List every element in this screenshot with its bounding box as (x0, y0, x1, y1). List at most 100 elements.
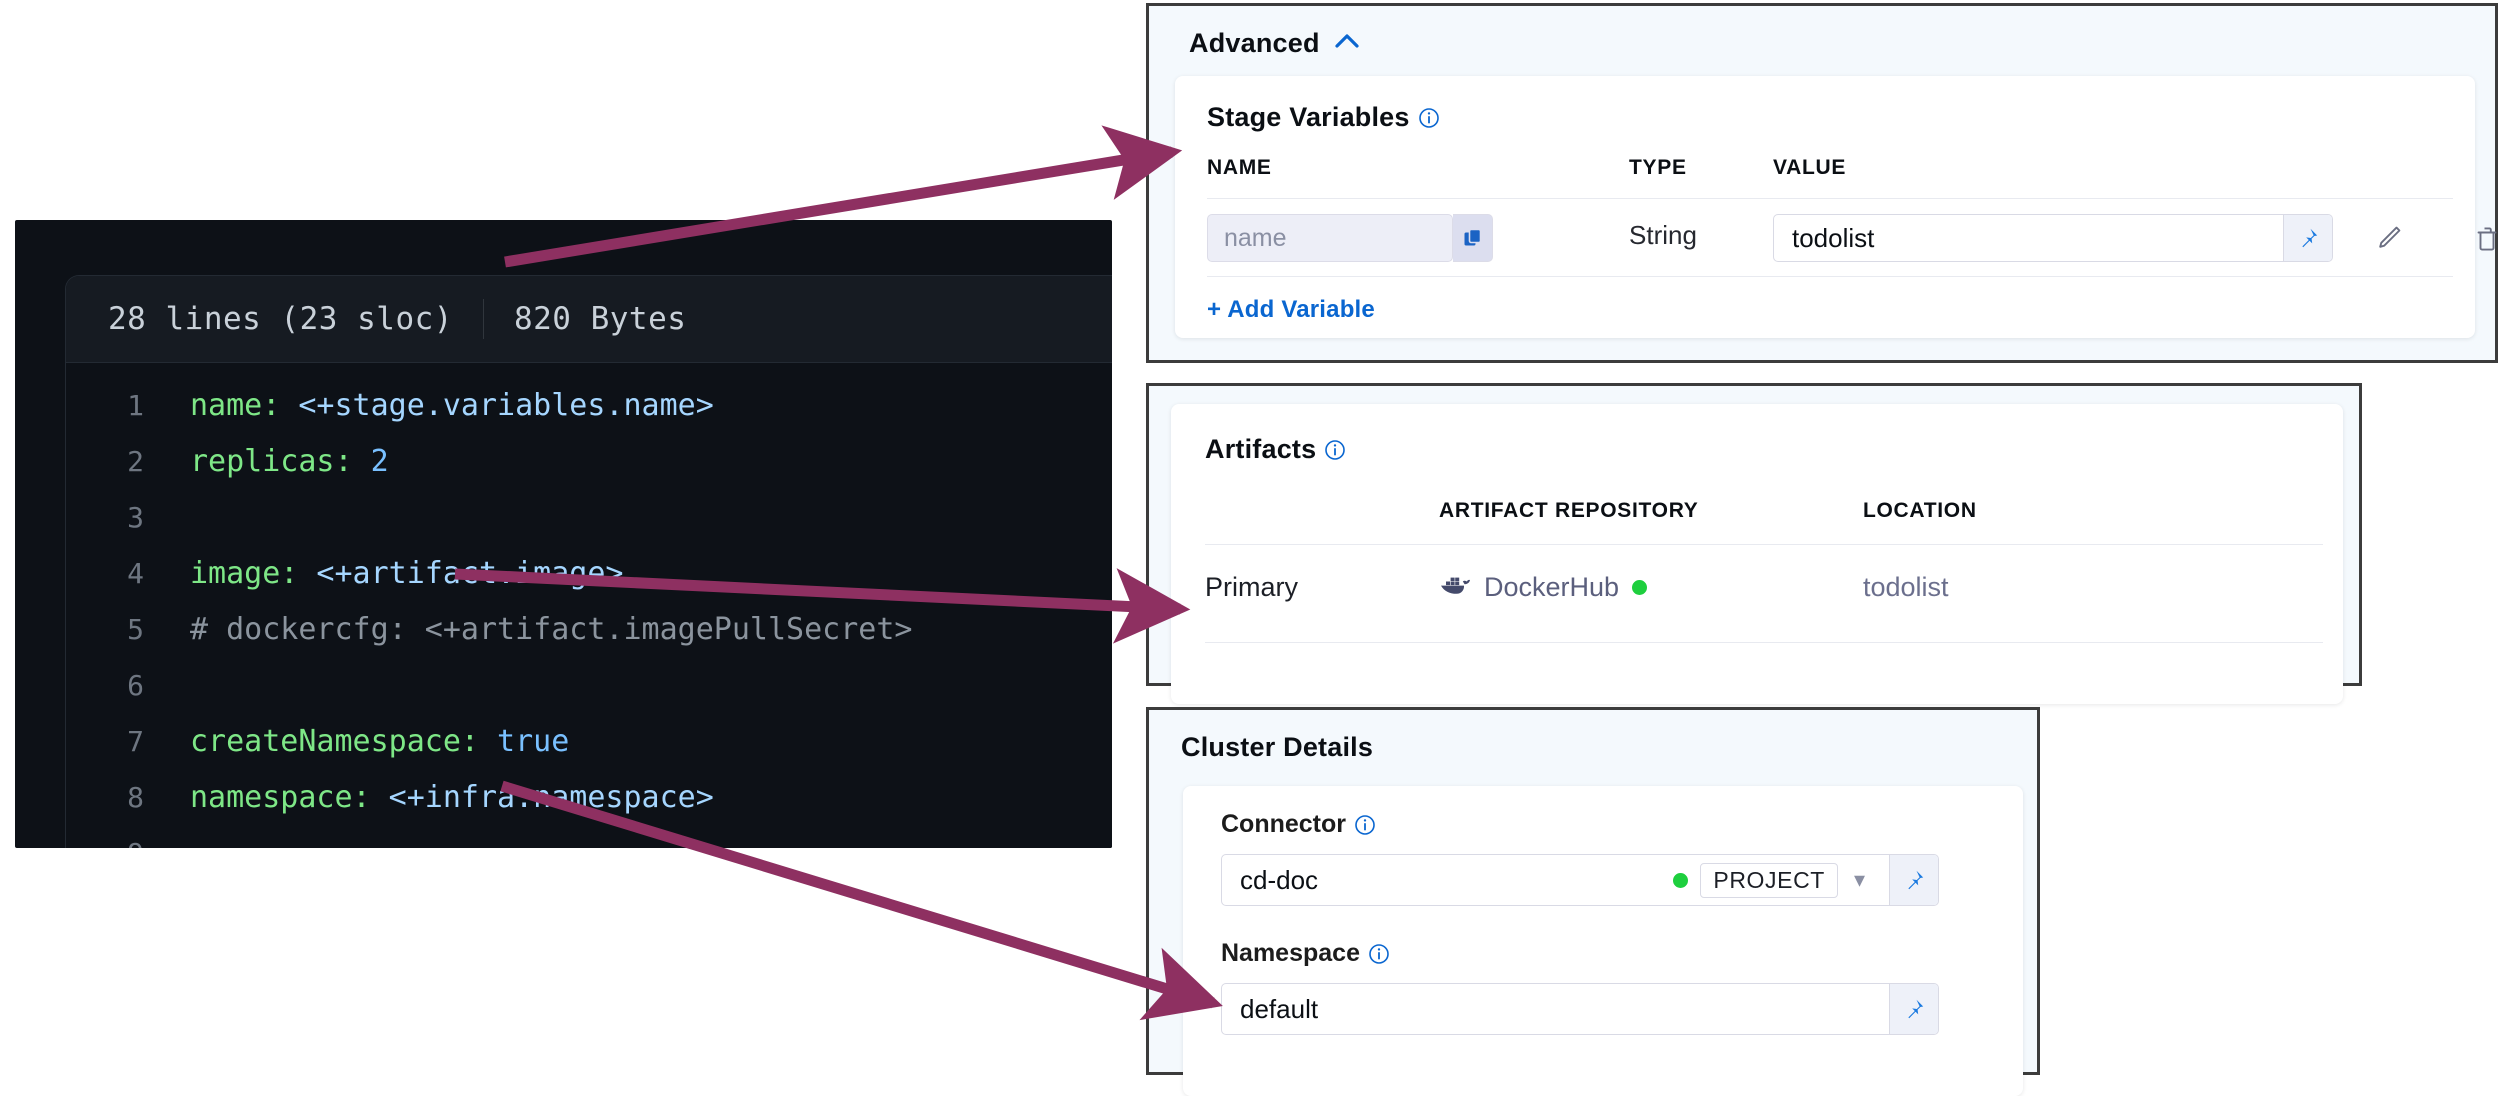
table-row: Primary (1205, 572, 2323, 612)
line-number: 5 (127, 612, 144, 646)
line-number: 1 (127, 388, 144, 422)
pin-icon[interactable] (1889, 855, 1938, 905)
artifact-repository-cell[interactable]: DockerHub (1439, 572, 1648, 603)
yaml-value: <+artifact.image> (298, 555, 624, 591)
column-header-location: LOCATION (1863, 499, 1977, 522)
line-number: 3 (127, 500, 144, 534)
code-file-header: 28 lines (23 sloc) 820 Bytes (66, 276, 1112, 363)
cluster-details-panel: Cluster Details Connector cd-doc PROJECT… (1146, 707, 2040, 1096)
code-line: 5 # dockercfg: <+artifact.imagePullSecre… (66, 601, 1112, 657)
pin-icon[interactable] (1889, 984, 1938, 1034)
artifacts-heading: Artifacts (1205, 434, 1346, 465)
yaml-value: <+infra.namespace> (370, 779, 714, 815)
docker-icon (1439, 572, 1471, 603)
green-status-dot (1673, 872, 1689, 888)
connector-input[interactable]: cd-doc PROJECT ▾ (1221, 854, 1939, 906)
table-divider (1207, 276, 2453, 277)
table-row: name String todolist (1207, 214, 2497, 262)
advanced-header[interactable]: Advanced (1189, 28, 1360, 59)
code-line: 7 createNamespace: true (66, 713, 1112, 769)
line-number: 9 (66, 837, 190, 849)
code-line: 3 (66, 489, 1112, 545)
line-number: 7 (127, 724, 144, 758)
namespace-label: Namespace (1221, 939, 1360, 967)
stage-variables-column-headers: NAME TYPE VALUE (1207, 156, 2453, 186)
code-file-card: 28 lines (23 sloc) 820 Bytes 1 name: <+s… (65, 275, 1112, 848)
variable-type-value: String (1629, 220, 1697, 250)
trash-icon[interactable] (2467, 218, 2501, 258)
chevron-down-icon[interactable]: ▾ (1853, 867, 1865, 892)
yaml-comment: # dockercfg: <+artifact.imagePullSecret> (190, 611, 913, 647)
stage-variables-card: Stage Variables NAME TYPE VALUE name Str… (1175, 76, 2497, 338)
connector-scope-chip: PROJECT (1700, 862, 1838, 898)
stage-variables-title: Stage Variables (1207, 102, 1410, 132)
copy-icon[interactable] (1453, 214, 1493, 262)
info-icon[interactable] (1324, 439, 1346, 461)
code-line: 4 image: <+artifact.image> (66, 545, 1112, 601)
code-line: 8 namespace: <+infra.namespace> (66, 769, 1112, 825)
yaml-value: true (478, 723, 570, 759)
connector-value: cd-doc (1240, 864, 1319, 895)
connector-controls: PROJECT ▾ (1673, 855, 1938, 905)
line-content: namespace: <+infra.namespace> (190, 780, 1112, 815)
artifact-type-label: Primary (1205, 572, 1298, 602)
variable-value-text: todolist (1792, 222, 1875, 253)
cluster-details-card: Connector cd-doc PROJECT ▾ Namespace (1183, 786, 2023, 1096)
advanced-section-panel: Advanced Stage Variables NAME TYPE VALUE… (1146, 3, 2498, 363)
yaml-key: replicas: (190, 443, 353, 479)
pencil-icon[interactable] (2369, 218, 2409, 258)
line-number: 6 (127, 668, 144, 702)
artifacts-card: Artifacts ARTIFACT REPOSITORY LOCATION P… (1171, 404, 2343, 704)
table-divider (1205, 642, 2323, 643)
variable-name-input[interactable]: name (1207, 214, 1453, 262)
add-variable-button[interactable]: + Add Variable (1207, 296, 1375, 323)
advanced-title: Advanced (1189, 28, 1320, 58)
chevron-up-icon[interactable] (1334, 32, 1360, 55)
line-content: image: <+artifact.image> (190, 556, 1112, 591)
column-header-artifact-repository: ARTIFACT REPOSITORY (1439, 499, 1699, 522)
yaml-value: <+stage.variables.name> (280, 387, 714, 423)
yaml-key: name: (190, 387, 281, 423)
namespace-label-row: Namespace (1221, 939, 1390, 968)
artifacts-column-headers: ARTIFACT REPOSITORY LOCATION (1205, 499, 2323, 527)
code-line: 9 (66, 825, 1112, 849)
green-status-dot (1632, 580, 1648, 595)
yaml-key: image: (190, 555, 299, 591)
table-divider (1205, 544, 2323, 545)
line-number: 8 (127, 780, 144, 814)
code-lines-container: 1 name: <+stage.variables.name> 2 replic… (66, 363, 1112, 848)
info-icon[interactable] (1354, 814, 1376, 836)
code-line: 2 replicas: 2 (66, 433, 1112, 489)
column-header-type: TYPE (1629, 156, 1687, 179)
pin-icon[interactable] (2283, 215, 2332, 261)
artifacts-section-panel: Artifacts ARTIFACT REPOSITORY LOCATION P… (1146, 383, 2362, 704)
line-content: replicas: 2 (190, 444, 1112, 479)
stage-variables-heading: Stage Variables (1207, 102, 1440, 133)
yaml-key: namespace: (190, 779, 371, 815)
cluster-details-title: Cluster Details (1181, 732, 1374, 762)
info-icon[interactable] (1418, 107, 1440, 129)
line-number: 2 (127, 444, 144, 478)
code-lines-meta: 28 lines (23 sloc) (108, 301, 453, 337)
table-divider (1207, 198, 2453, 199)
connector-label-row: Connector (1221, 810, 1376, 839)
info-icon[interactable] (1368, 943, 1390, 965)
variable-value-input[interactable]: todolist (1773, 214, 2333, 262)
line-content: # dockercfg: <+artifact.imagePullSecret> (190, 612, 1112, 647)
artifact-repository-name: DockerHub (1484, 572, 1620, 602)
namespace-value: default (1240, 993, 1319, 1024)
namespace-input[interactable]: default (1221, 983, 1939, 1035)
code-size-meta: 820 Bytes (513, 301, 687, 337)
yaml-value: 2 (352, 443, 389, 479)
artifacts-title: Artifacts (1205, 434, 1317, 464)
code-line: 1 name: <+stage.variables.name> (66, 377, 1112, 433)
line-content: createNamespace: true (190, 724, 1112, 759)
artifact-location-value: todolist (1863, 572, 1949, 602)
code-meta-divider (482, 299, 484, 339)
code-viewer-panel: 28 lines (23 sloc) 820 Bytes 1 name: <+s… (15, 220, 1112, 848)
code-line: 6 (66, 657, 1112, 713)
column-header-name: NAME (1207, 156, 1272, 179)
column-header-value: VALUE (1773, 156, 1847, 179)
line-content: name: <+stage.variables.name> (190, 388, 1112, 423)
connector-label: Connector (1221, 810, 1346, 838)
